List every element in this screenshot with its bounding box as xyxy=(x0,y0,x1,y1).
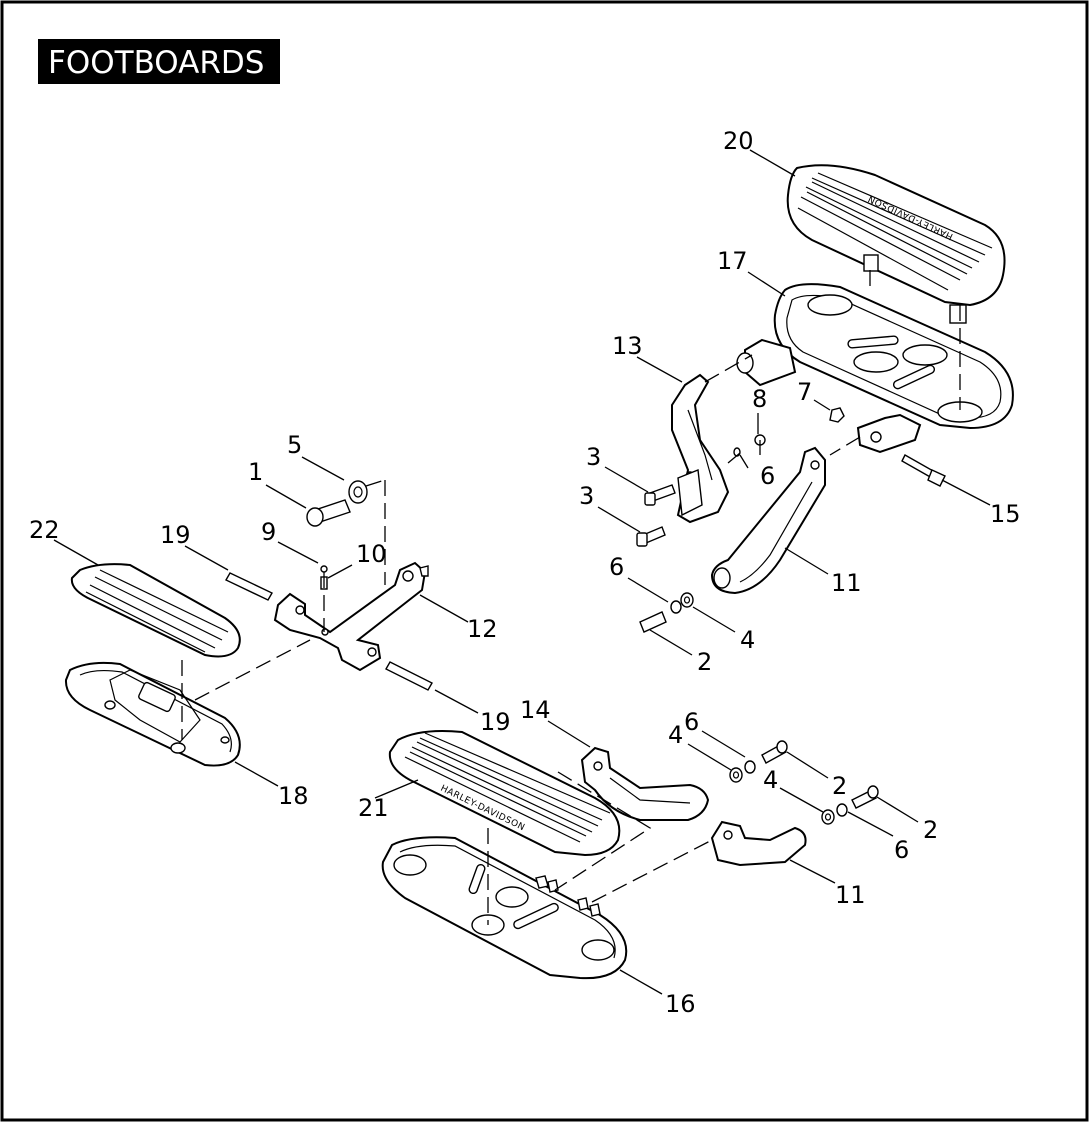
part-11-support-arm-lower xyxy=(710,820,807,867)
part-6-washer-d xyxy=(836,803,848,817)
part-21-footboard-pad-lower: HARLEY-DAVIDSON xyxy=(388,730,621,857)
title-block: FOOTBOARDS xyxy=(38,39,280,84)
callout-3a: 3 xyxy=(586,443,601,471)
callout-15: 15 xyxy=(990,500,1021,528)
callout-2a: 2 xyxy=(697,648,712,676)
callout-6c: 6 xyxy=(684,708,699,736)
part-14-support-arm-lower xyxy=(580,746,710,821)
part-22-footboard-pad-left xyxy=(70,563,241,658)
part-6-washer-c xyxy=(744,760,756,774)
callout-20: 20 xyxy=(723,127,754,155)
callout-2b: 2 xyxy=(832,772,847,800)
callout-14: 14 xyxy=(520,696,551,724)
part-20-footboard-pad-upper: HARLEY-DAVIDSON xyxy=(786,164,1006,324)
part-4-lockwasher-b xyxy=(729,767,743,783)
callout-4a: 4 xyxy=(740,626,755,654)
callout-3b: 3 xyxy=(579,482,594,510)
callout-labels: 20 17 13 8 7 3 6 15 3 5 1 9 10 22 19 12 … xyxy=(29,127,1021,1018)
part-11-support-arm-upper xyxy=(710,446,826,595)
callout-9: 9 xyxy=(261,518,276,546)
callout-17: 17 xyxy=(717,247,748,275)
callout-19a: 19 xyxy=(160,521,191,549)
part-13-bracket xyxy=(671,373,730,524)
part-12-mount-bracket xyxy=(273,561,429,672)
part-1-bolt xyxy=(306,499,351,527)
part-6-washer-b xyxy=(670,600,682,614)
callout-5: 5 xyxy=(287,431,302,459)
callout-18: 18 xyxy=(278,782,309,810)
part-2-screw-b xyxy=(761,740,788,764)
diagram-title: FOOTBOARDS xyxy=(48,45,264,81)
callout-13: 13 xyxy=(612,332,643,360)
part-4-lockwasher-a xyxy=(680,592,694,608)
callout-8: 8 xyxy=(752,385,767,413)
callout-2c: 2 xyxy=(923,816,938,844)
alignment-lines xyxy=(181,270,961,925)
part-19-pin-lower xyxy=(385,661,433,691)
callout-22: 22 xyxy=(29,516,60,544)
callout-7: 7 xyxy=(797,378,812,406)
part-5-washer xyxy=(348,480,368,504)
callout-11a: 11 xyxy=(831,569,862,597)
callout-21: 21 xyxy=(358,794,389,822)
callout-4b: 4 xyxy=(668,721,683,749)
callout-6a: 6 xyxy=(760,462,775,490)
callout-12: 12 xyxy=(467,615,498,643)
part-15-bolt xyxy=(901,454,946,487)
part-2-screw-a xyxy=(639,611,667,633)
callout-10: 10 xyxy=(356,540,387,568)
part-3-screw-a xyxy=(644,484,676,506)
part-18-footboard-pan-left xyxy=(64,661,241,767)
part-9-ball xyxy=(320,565,328,573)
callout-19b: 19 xyxy=(480,708,511,736)
callout-16: 16 xyxy=(665,990,696,1018)
part-16-footboard-pan-lower xyxy=(381,836,628,980)
callout-6b: 6 xyxy=(609,553,624,581)
callout-6d: 6 xyxy=(894,836,909,864)
leader-lines xyxy=(53,149,991,995)
part-19-pin-upper xyxy=(225,572,273,601)
part-7-nut xyxy=(829,407,845,423)
callout-1: 1 xyxy=(248,458,263,486)
callout-4c: 4 xyxy=(763,766,778,794)
part-3-screw-b xyxy=(636,526,666,547)
part-2-screw-c xyxy=(851,785,879,809)
part-4-lockwasher-c xyxy=(821,809,835,825)
callout-11b: 11 xyxy=(835,881,866,909)
part-17-footboard-pan-upper xyxy=(736,283,1014,454)
